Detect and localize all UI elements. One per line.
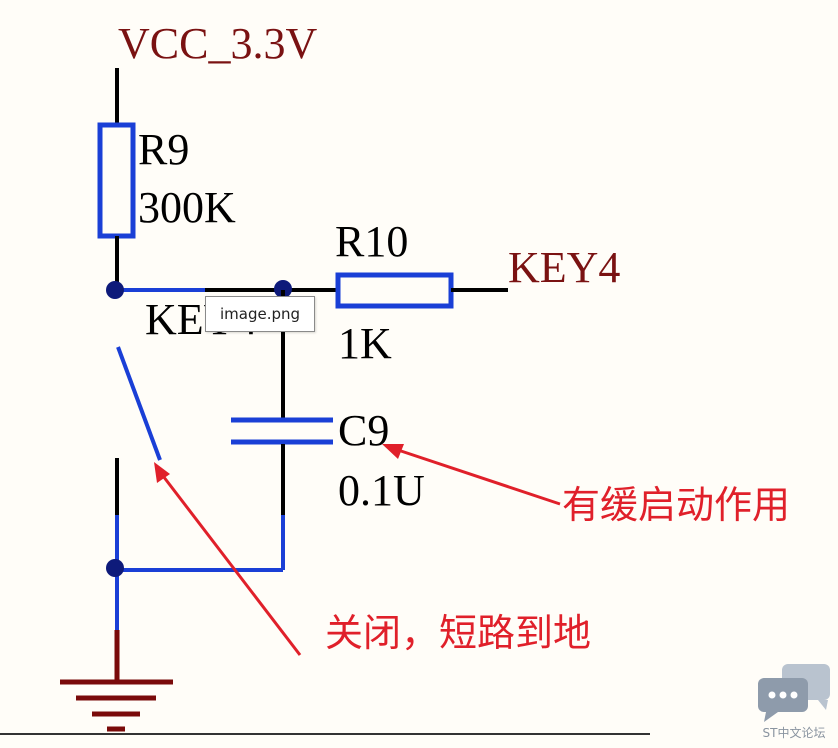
- arrow-capacitor-note: [391, 446, 561, 506]
- switch-annotation: 关闭，短路到地: [325, 611, 592, 655]
- arrow-switch-note-head: [154, 462, 170, 483]
- tooltip-text: image.png: [219, 305, 301, 323]
- junction-dot-bottom: [106, 559, 124, 577]
- key4-net-label: KEY4: [508, 243, 621, 292]
- c9-ref-label: C9: [338, 406, 390, 455]
- junction-dot-top-left: [106, 281, 124, 299]
- vcc-label: VCC_3.3V: [118, 19, 318, 68]
- junction-dot-top-mid: [274, 280, 292, 298]
- resistor-r10: [335, 272, 454, 309]
- forum-watermark: ST中文论坛: [752, 660, 836, 744]
- r9-value-label: 300K: [138, 183, 236, 232]
- r10-ref-label: R10: [335, 217, 409, 266]
- capacitor-annotation: 有缓启动作用: [562, 483, 791, 527]
- arrow-switch-note: [158, 471, 302, 656]
- r9-ref-label: R9: [138, 125, 190, 174]
- chat-bubbles-icon: [758, 664, 830, 722]
- image-tooltip: image.png: [205, 296, 315, 332]
- switch-blade: [116, 346, 162, 461]
- bottom-divider: [0, 733, 650, 735]
- arrow-capacitor-note-head: [382, 444, 404, 459]
- resistor-r9: [97, 122, 136, 239]
- r10-value-label: 1K: [338, 319, 392, 368]
- watermark-text: ST中文论坛: [762, 726, 826, 740]
- c9-value-label: 0.1U: [338, 466, 425, 515]
